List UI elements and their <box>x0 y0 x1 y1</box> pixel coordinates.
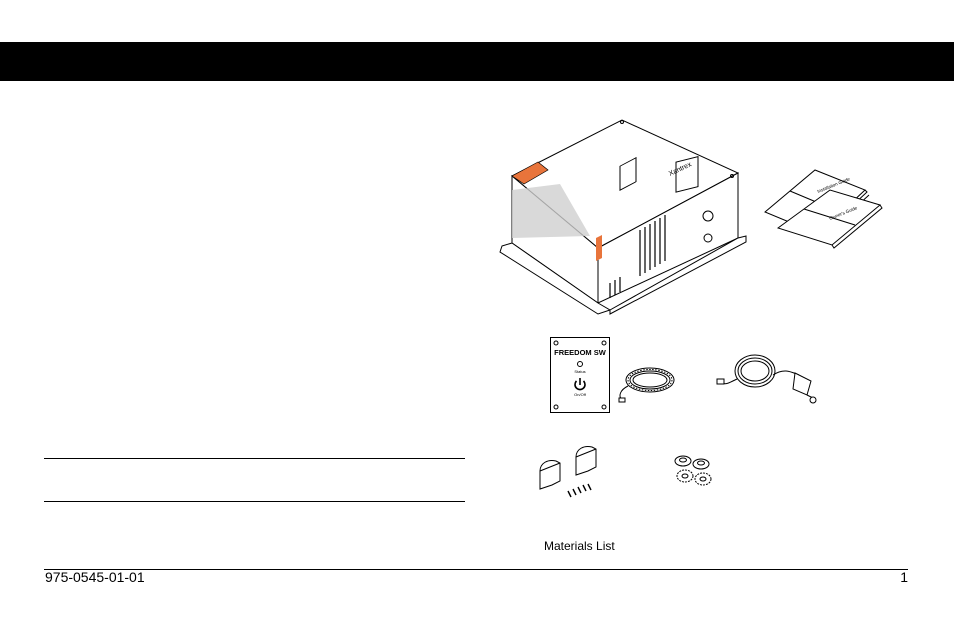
table-rule-top <box>44 458 465 459</box>
manuals-illustration: Installation Guide Owner's Guide <box>764 169 883 249</box>
brackets-illustration <box>539 446 597 498</box>
page-number: 1 <box>900 569 908 585</box>
remote-panel-title: FREEDOM SW <box>554 348 607 357</box>
remote-power-label: On/Off <box>574 392 587 397</box>
figure-caption: Materials List <box>544 539 615 553</box>
coiled-cable-illustration <box>618 367 675 403</box>
remote-status-label: Status <box>574 369 585 374</box>
grommets-illustration <box>674 455 712 486</box>
power-icon <box>574 378 586 391</box>
header-bar <box>0 42 954 81</box>
temperature-sensor-illustration <box>716 354 817 404</box>
footer-rule <box>44 569 908 570</box>
remote-panel-illustration: FREEDOM SW Status On/Off <box>550 337 610 413</box>
table-rule-bottom <box>44 501 465 502</box>
document-number: 975-0545-01-01 <box>45 569 145 585</box>
inverter-illustration: Xantrex <box>499 119 747 315</box>
